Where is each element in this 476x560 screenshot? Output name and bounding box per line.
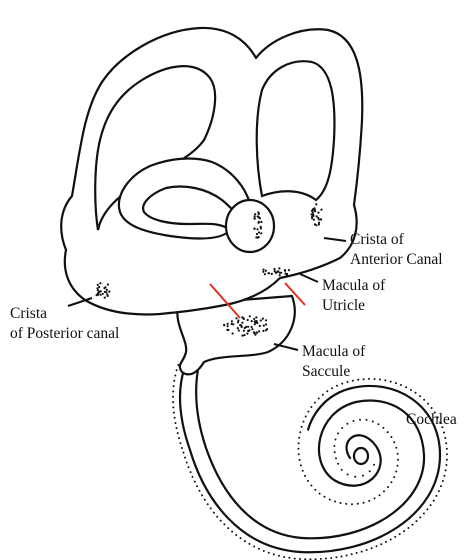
vestibule [61, 28, 362, 374]
ampulla [226, 200, 274, 252]
label-cochlea: Cochlea [406, 411, 457, 428]
label-crista-anterior-1: Crista of [350, 231, 405, 248]
label-crista-posterior-1: Crista [10, 305, 47, 322]
label-macula-saccule-1: Macula of [302, 343, 366, 360]
cochlea-apex [354, 448, 368, 464]
label-crista-posterior-2: of Posterior canal [10, 325, 119, 342]
label-macula-utricle-1: Macula of [322, 277, 386, 294]
cochlea [180, 360, 440, 552]
anterior-canal-lumen [257, 61, 335, 200]
label-crista-anterior-2: Anterior Canal [350, 251, 443, 268]
label-macula-saccule-2: Saccule [302, 363, 350, 380]
label-macula-utricle-2: Utricle [322, 297, 365, 314]
leader-macula-utricle [300, 274, 318, 282]
